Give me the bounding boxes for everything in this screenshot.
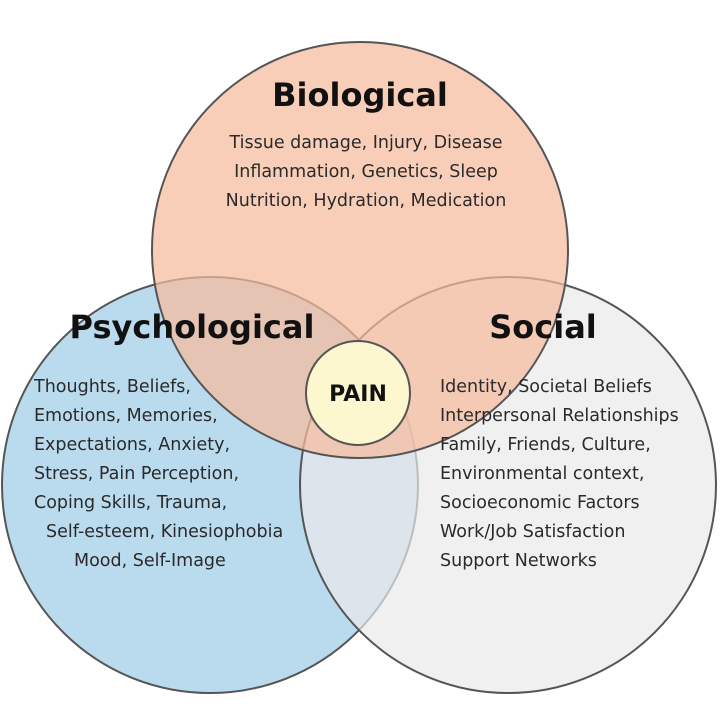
social-factor-line: Socioeconomic Factors [440,493,640,513]
pain-center-circle [305,340,411,446]
social-factor-line: Identity, Societal Beliefs [440,377,652,397]
psychological-factor-line: Thoughts, Beliefs, [33,377,191,397]
social-factor-line: Interpersonal Relationships [440,406,679,426]
biological-factors: Tissue damage, Injury, DiseaseInflammati… [226,133,507,211]
psychological-factor-line: Mood, Self-Image [74,551,226,571]
psychological-factors: Thoughts, Beliefs, Emotions, Memories, Exp… [33,377,283,571]
psychological-title: Psychological [70,308,315,346]
psychological-factor-line: Expectations, Anxiety, [34,435,230,455]
social-factor-line: Environmental context, [440,464,644,484]
social-factor-line: Support Networks [440,551,597,571]
psychological-factor-line: Coping Skills, Trauma, [34,493,227,513]
social-factors: Identity, Societal BeliefsInterpersonal … [440,377,679,571]
psychological-factor-line: Self-esteem, Kinesiophobia [46,522,283,542]
social-factor-line: Work/Job Satisfaction [440,522,625,542]
psychological-factor-line: Stress, Pain Perception, [34,464,239,484]
biological-factor-line: Tissue damage, Injury, Disease [229,133,503,153]
biological-factor-line: Nutrition, Hydration, Medication [226,191,507,211]
social-factor-line: Family, Friends, Culture, [440,435,651,455]
pain-center-label: PAIN [329,382,387,407]
biological-title: Biological [272,76,448,114]
biological-factor-line: Inflammation, Genetics, Sleep [234,162,498,182]
psychological-factor-line: Emotions, Memories, [34,406,218,426]
social-title: Social [489,308,597,346]
biological-circle [151,41,569,459]
